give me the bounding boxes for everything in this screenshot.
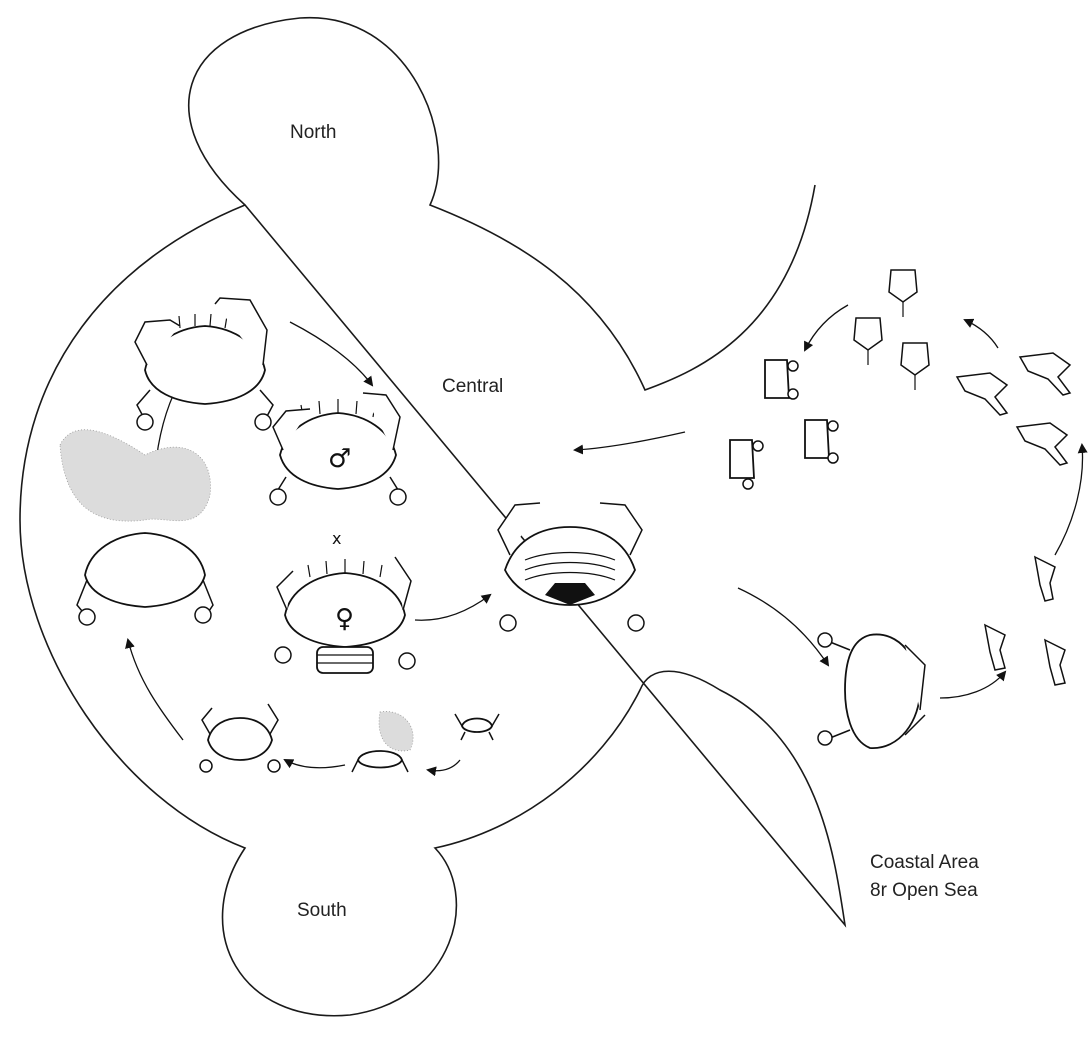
region-label-central: Central (442, 376, 503, 397)
female-crab: ♀ (274, 556, 416, 674)
arrow-juvenile-mid (283, 759, 346, 769)
region-label-north: North (290, 122, 336, 143)
region-label-coastal-line2: 8r Open Sea (870, 880, 978, 901)
arrow-juvenile-to-molt (125, 638, 184, 741)
arrow-female-to-spawning (414, 593, 492, 621)
megalopa-2 (853, 317, 883, 365)
region-label-south: South (297, 900, 347, 921)
region-label-coastal-line1: Coastal Area (870, 852, 979, 873)
arrow-larvae-right (939, 670, 1007, 699)
female-symbol: ♀ (335, 604, 354, 634)
megalopa-3 (900, 342, 930, 390)
juvenile-crab-molting (351, 711, 414, 773)
adult-crab (134, 297, 274, 431)
molting-crab (59, 429, 214, 626)
zoea-larva-1 (983, 623, 1006, 671)
juvenile-crab-2 (729, 439, 764, 490)
juvenile-crab-small (454, 713, 500, 741)
arrow-juvenile-small (426, 759, 461, 777)
juvenile-crab-3 (804, 419, 839, 464)
male-crab: ♂ (269, 392, 407, 506)
male-symbol: ♂ (328, 444, 351, 474)
estuary-outline (19, 17, 847, 1017)
arrow-zoea-up (963, 318, 999, 349)
cross-symbol: x (332, 529, 341, 548)
juvenile-crab-1 (764, 359, 799, 400)
megalopa-1 (888, 269, 918, 317)
zoea-larva-2 (1043, 638, 1066, 686)
zoea-larva-5 (955, 372, 1009, 416)
spawning-crab (497, 502, 645, 632)
zoea-larva-6 (1018, 352, 1072, 396)
zoea-larva-3 (1033, 555, 1056, 602)
egg-bearing-crab (817, 632, 926, 749)
juvenile-crab-medium (199, 703, 281, 773)
arrow-adult-to-male (289, 321, 374, 387)
arrow-return-central (573, 431, 686, 455)
arrow-larvae-up (1054, 443, 1088, 556)
arrow-megalopa-left (804, 304, 849, 352)
zoea-larva-4 (1015, 422, 1069, 466)
arrow-spawning-to-larvae (737, 587, 830, 667)
